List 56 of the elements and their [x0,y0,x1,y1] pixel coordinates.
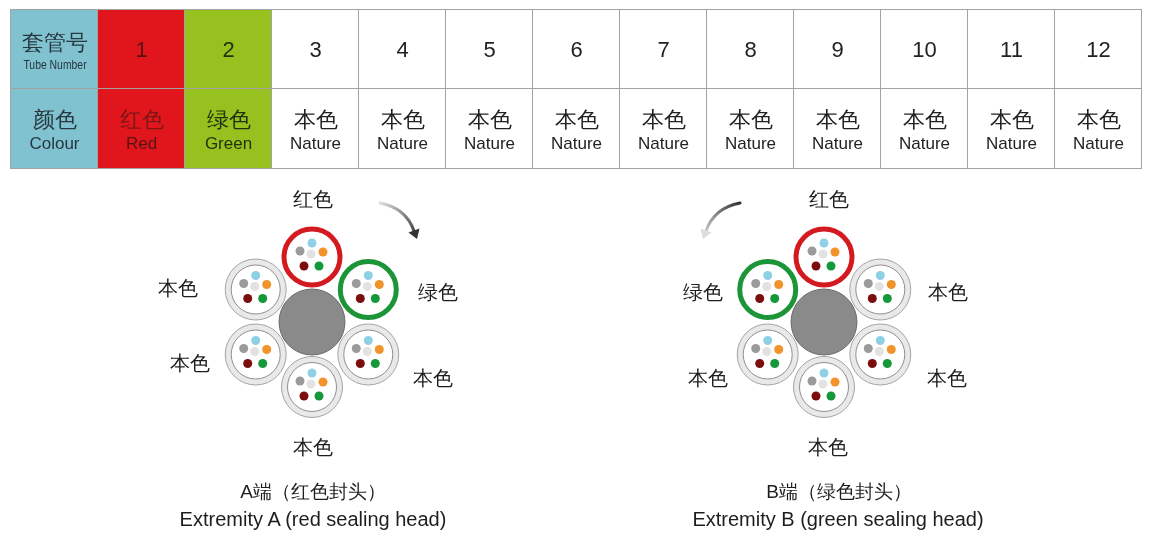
colour-name: 本色 [641,109,686,131]
colour-name: Nature [290,134,341,152]
tube-colour-label: 本色 [293,437,333,457]
caption: A端（红色封头） [240,481,386,501]
tube-number: 6 [570,39,583,61]
tube-colour-label: 本色 [170,353,210,373]
colour-name: Nature [899,134,950,152]
colour-name: 本色 [902,109,947,131]
tube-colour-label: 红色 [293,189,333,209]
row-heading: 套管号 [21,32,88,54]
colour-name: 本色 [467,109,512,131]
colour-name: Nature [812,134,863,152]
colour-name: 本色 [293,109,338,131]
tube-colour-label: 本色 [808,437,848,457]
colour-name: Red [125,134,158,152]
row-heading: 颜色 [32,109,77,131]
tube-colour-label: 本色 [927,368,967,388]
colour-name: Nature [638,134,689,152]
tube-colour-label: 本色 [928,282,968,302]
colour-name: Nature [464,134,515,152]
colour-name: Nature [725,134,776,152]
tube-number: 12 [1086,39,1111,61]
tube-number: 1 [135,39,148,61]
tube-number: 2 [222,39,235,61]
colour-name: 红色 [119,109,164,131]
tube-colour-label: 红色 [809,189,849,209]
tube-colour-label: 绿色 [418,282,458,302]
tube-colour-label: 本色 [688,368,728,388]
colour-name: 本色 [380,109,425,131]
row-heading: Tube Number [22,57,87,71]
colour-name: 本色 [815,109,860,131]
tube-colour-label: 本色 [158,278,198,298]
caption: Extremity B (green sealing head) [692,509,984,529]
tube-number: 5 [483,39,496,61]
row-heading: Colour [29,134,80,152]
tube-number: 3 [309,39,322,61]
tube-number: 8 [744,39,757,61]
colour-name: Nature [551,134,602,152]
caption: B端（绿色封头） [766,481,912,501]
tube-number: 4 [396,39,409,61]
tube-colour-label: 本色 [413,368,453,388]
colour-name: Nature [1073,134,1124,152]
colour-name: 本色 [1076,109,1121,131]
colour-name: 本色 [728,109,773,131]
tube-colour-label: 绿色 [683,282,723,302]
colour-name: 本色 [554,109,599,131]
tube-number: 9 [831,39,844,61]
tube-number: 11 [1000,39,1023,61]
caption: Extremity A (red sealing head) [179,509,447,529]
colour-name: 绿色 [206,109,251,131]
colour-name: 本色 [989,109,1034,131]
tube-number: 7 [657,39,670,61]
colour-name: Nature [986,134,1037,152]
colour-name: Green [204,134,253,152]
colour-name: Nature [377,134,428,152]
tube-number: 10 [912,39,937,61]
